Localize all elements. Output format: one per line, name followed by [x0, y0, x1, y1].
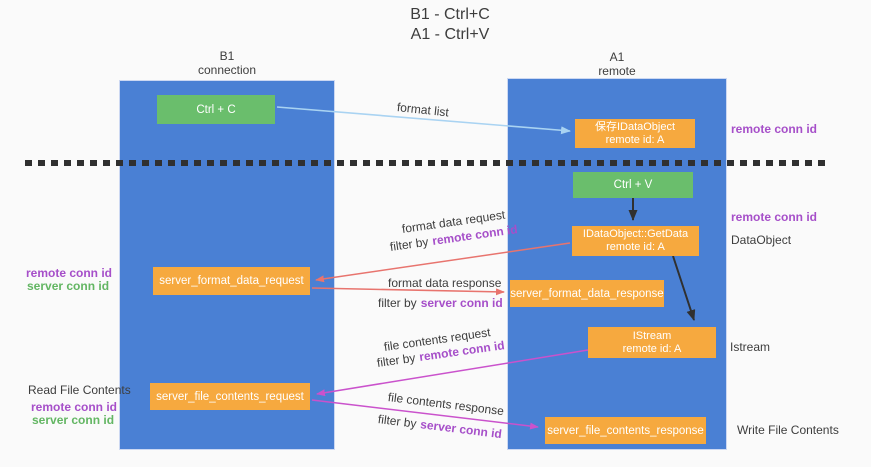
node-idataobject-getdata-subtitle: remote id: A: [606, 241, 665, 253]
arrow-file-contents-response: [311, 399, 539, 430]
node-ctrl-c: Ctrl + C: [157, 95, 275, 124]
node-server-format-data-response-label: server_format_data_response: [510, 287, 664, 300]
filter-by-text: filter by: [378, 296, 417, 310]
right-label-dataobject: DataObject: [731, 233, 792, 247]
node-server-file-contents-response-label: server_file_contents_response: [547, 424, 704, 437]
arrow-format-data-request: [315, 242, 571, 283]
node-ctrl-v: Ctrl + V: [573, 172, 693, 198]
diagram-title: B1 - Ctrl+C A1 - Ctrl+V: [30, 5, 870, 45]
arrow-format-list: [276, 106, 571, 135]
node-server-format-data-response: server_format_data_response: [510, 280, 664, 307]
node-save-idataobject-subtitle: remote id: A: [605, 133, 665, 146]
flow-label-format-data-response: format data response: [388, 276, 502, 290]
phase-divider-dashed-line: [25, 160, 831, 166]
node-server-format-data-request: server_format_data_request: [153, 267, 310, 295]
left-column-name: B1: [219, 49, 235, 63]
node-save-idataobject: 保存IDataObject remote id: A: [575, 119, 695, 148]
left-column-role: connection: [197, 63, 257, 77]
node-ctrl-c-label: Ctrl + C: [196, 103, 236, 116]
arrow-file-contents-request: [316, 349, 589, 397]
node-server-format-data-request-label: server_format_data_request: [159, 275, 304, 287]
left-label-server-conn-id-1: server conn id: [27, 279, 110, 293]
right-column-role: remote: [598, 64, 636, 78]
right-label-write-file-contents: Write File Contents: [737, 423, 839, 437]
node-save-idataobject-title: 保存IDataObject: [594, 120, 676, 133]
left-label-remote-conn-id-2: remote conn id: [31, 400, 118, 414]
node-istream-subtitle: remote id: A: [622, 342, 682, 355]
node-server-file-contents-response: server_file_contents_response: [545, 417, 706, 444]
left-label-read-file-contents: Read File Contents: [28, 383, 131, 397]
node-istream: IStream remote id: A: [588, 327, 716, 358]
title-line-1: B1 - Ctrl+C: [410, 6, 490, 23]
right-label-remote-conn-id-1: remote conn id: [731, 122, 818, 136]
node-idataobject-getdata-title: IDataObject::GetData: [582, 228, 689, 240]
arrow-getdata-to-istream: [672, 255, 696, 321]
left-label-remote-conn-id-1: remote conn id: [26, 266, 113, 280]
node-istream-title: IStream: [632, 329, 672, 342]
right-column-header: A1 remote: [507, 50, 727, 78]
right-label-remote-conn-id-2: remote conn id: [731, 210, 818, 224]
right-label-istream: Istream: [730, 340, 771, 354]
left-column-header: B1 connection: [119, 49, 335, 77]
server-conn-id-text: server conn id: [420, 296, 503, 310]
node-server-file-contents-request: server_file_contents_request: [150, 383, 310, 410]
title-line-2: A1 - Ctrl+V: [410, 26, 490, 43]
node-idataobject-getdata: IDataObject::GetData remote id: A: [572, 226, 699, 256]
arrow-format-data-response: [311, 287, 505, 296]
node-ctrl-v-label: Ctrl + V: [613, 179, 653, 191]
left-label-server-conn-id-2: server conn id: [32, 413, 115, 427]
right-column-name: A1: [609, 50, 625, 64]
node-server-file-contents-request-label: server_file_contents_request: [156, 390, 304, 403]
